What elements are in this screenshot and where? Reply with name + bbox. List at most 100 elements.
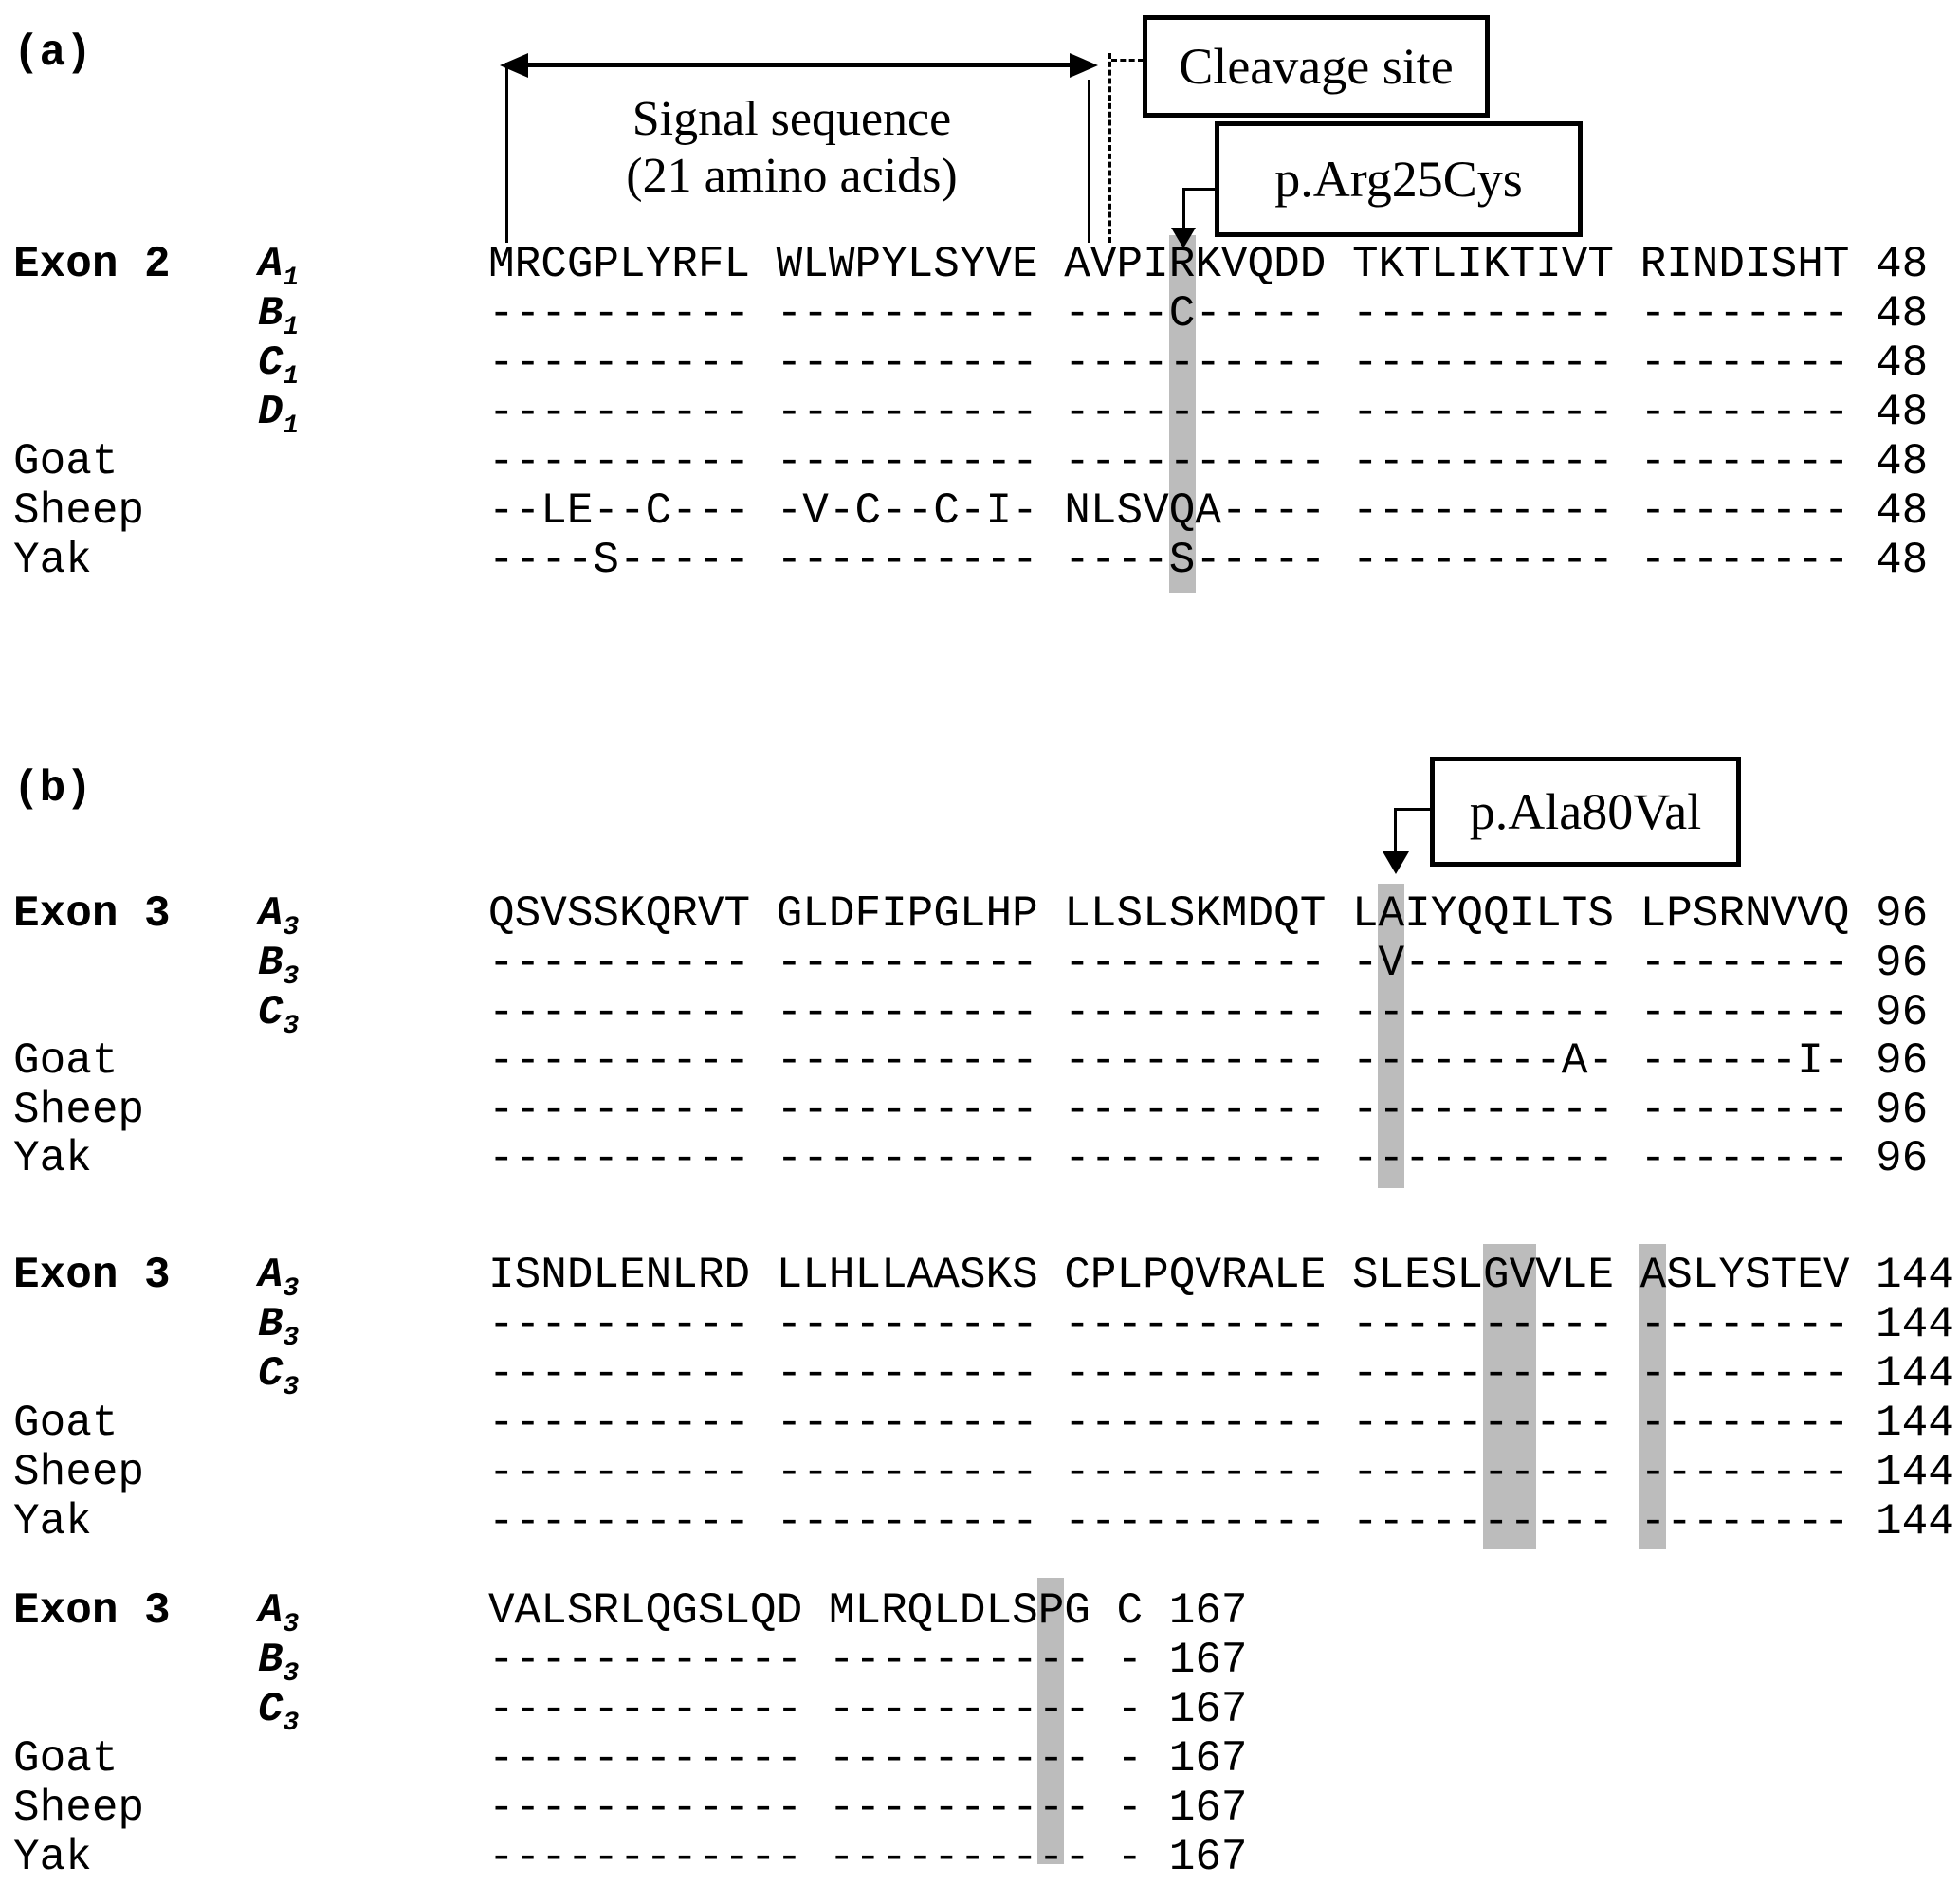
ala80val-box: p.Ala80Val [1430,757,1741,867]
highlight-column-p [1037,1578,1064,1864]
species-label: Yak [13,536,92,585]
arg25cys-label: p.Arg25Cys [1274,151,1523,208]
variant-label: C3 [258,991,299,1049]
sequence-text: ---------- ---------- ---------- -------… [488,1448,1954,1497]
sequence-row: Exon 3 A3 QSVSSKQRVT GLDFIPGLHP LLSLSKMD… [0,892,1960,942]
species-label: Goat [13,1734,119,1784]
sequence-text: VALSRLQGSLQD MLRQLDLSPG C 167 [488,1586,1248,1636]
highlight-column-arg25 [1169,235,1196,593]
sequence-text: ---------- ---------- ---------- -------… [488,437,1929,486]
variant-label: A3 [258,1589,299,1647]
variant-letter: C [258,1686,284,1733]
variant-label: A3 [258,1254,299,1311]
sequence-row: Yak ---------- ---------- ---------- ---… [0,1137,1960,1186]
ala80val-arrowhead-icon [1383,851,1409,874]
variant-subscript: 3 [283,961,300,992]
variant-letter: C [258,1350,284,1398]
panel-a-label: (a) [13,28,92,78]
sequence-text: ---------- ---------- ---------- -------… [488,1497,1954,1546]
species-label: Sheep [13,1784,145,1833]
sequence-text: MRCGPLYRFL WLWPYLSYVE AVPIRKVQDD TKTLIKT… [488,240,1929,289]
sequence-row: Exon 2 A1 MRCGPLYRFL WLWPYLSYVE AVPIRKVQ… [0,240,1960,293]
sequence-row: C3 ---------- ---------- ---------- ----… [0,1349,1960,1402]
cleavage-site-label: Cleavage site [1179,38,1454,95]
exon-label: Exon 3 [13,889,171,939]
sequence-row: C3 ---------- ---------- ---------- ----… [0,988,1960,1041]
sequence-row: Exon 3 A3 ISNDLENLRD LLHLLAASKS CPLPQVRA… [0,1251,1960,1304]
sequence-text: ------------ ---------- - 167 [488,1833,1248,1882]
sequence-row: Sheep --LE--C--- -V-C--C-I- NLSVQA---- -… [0,489,1960,539]
signal-arrowhead-right-icon [1070,53,1098,78]
sequence-text: ---------- ---------- ---------- -------… [488,1300,1954,1349]
sequence-row: Exon 3 A3 VALSRLQGSLQD MLRQLDLSPG C 167 [0,1586,1960,1639]
sequence-text: --LE--C--- -V-C--C-I- NLSVQA---- -------… [488,486,1929,536]
variant-label: B3 [258,942,299,999]
cleavage-dashed-horizontal-line [1111,59,1144,62]
variant-subscript: 1 [283,312,300,342]
sequence-text: ---------- ---------- ---------- -------… [488,1086,1929,1135]
sequence-text: ---------- ---------- ---------- -------… [488,339,1929,388]
sequence-row: Sheep ---------- ---------- ---------- -… [0,1089,1960,1138]
ala80val-arrow-elbow-vertical [1394,808,1397,853]
panel-b-label: (b) [13,764,92,814]
variant-subscript: 3 [283,1609,300,1639]
signal-boundary-line-left [505,63,508,243]
variant-subscript: 3 [283,1323,300,1353]
sequence-row: D1 ---------- ---------- ---------- ----… [0,391,1960,441]
sequence-row: C1 ---------- ---------- ---------- ----… [0,339,1960,392]
ala80val-label: p.Ala80Val [1469,783,1702,840]
sequence-text: ---------- ---------- ---------- -------… [488,1134,1929,1183]
species-label: Goat [13,437,119,486]
variant-letter: B [258,1301,284,1348]
variant-label: B3 [258,1303,299,1361]
signal-arrow-shaft [517,63,1076,67]
sequence-text: ------------ ---------- - 167 [488,1636,1248,1685]
sequence-text: QSVSSKQRVT GLDFIPGLHP LLSLSKMDQT LAIYQQI… [488,889,1929,939]
species-label: Yak [13,1833,92,1882]
species-label: Yak [13,1134,92,1183]
species-label: Goat [13,1399,119,1448]
variant-letter: A [258,890,284,938]
arg25cys-arrow-elbow-vertical [1182,188,1185,229]
arg25cys-box: p.Arg25Cys [1215,121,1583,237]
species-label: Sheep [13,486,145,536]
sequence-row: Sheep ------------ ---------- - 167 [0,1786,1960,1836]
exon-label: Exon 2 [13,240,171,289]
exon-label: Exon 3 [13,1251,171,1300]
signal-sequence-line1: Signal sequence [632,92,952,146]
sequence-row: Yak ------------ ---------- - 167 [0,1836,1960,1885]
variant-label: C3 [258,1688,299,1746]
variant-subscript: 3 [283,1708,300,1738]
arg25cys-arrow-elbow-horizontal [1182,188,1215,191]
variant-letter: A [258,1252,284,1299]
variant-letter: A [258,241,284,288]
variant-label: C1 [258,341,299,399]
variant-subscript: 3 [283,1011,300,1041]
species-label: Sheep [13,1086,145,1135]
sequence-text: ---------- ---------- ---------- -------… [488,1349,1954,1399]
sequence-row: Goat ---------- ---------- ---------- --… [0,1401,1960,1451]
signal-boundary-line-right [1088,80,1090,243]
sequence-text: ---------- ---------- ---------- -V-----… [488,939,1929,988]
signal-sequence-line2: (21 amino acids) [626,149,958,203]
variant-subscript: 1 [283,361,300,392]
variant-label: D1 [258,391,299,448]
variant-subscript: 3 [283,1273,300,1304]
signal-sequence-label: Signal sequence (21 amino acids) [507,91,1076,205]
sequence-text: ---------- ---------- ---------- -------… [488,988,1929,1037]
variant-subscript: 1 [283,411,300,441]
variant-letter: B [258,940,284,987]
species-label: Yak [13,1497,92,1546]
variant-subscript: 3 [283,1658,300,1689]
exon-label: Exon 3 [13,1586,171,1636]
variant-label: A3 [258,892,299,950]
sequence-row: B1 ---------- ---------- ----C----- ----… [0,292,1960,342]
sequence-row: Goat ---------- ---------- ---------- --… [0,440,1960,489]
sequence-text: ----S----- ---------- ----S----- -------… [488,536,1929,585]
sequence-row: Goat ------------ ---------- - 167 [0,1737,1960,1786]
variant-letter: C [258,989,284,1036]
sequence-row: Yak ---------- ---------- ---------- ---… [0,1500,1960,1549]
variant-subscript: 1 [283,263,300,293]
sequence-row: B3 ---------- ---------- ---------- -V--… [0,939,1960,992]
